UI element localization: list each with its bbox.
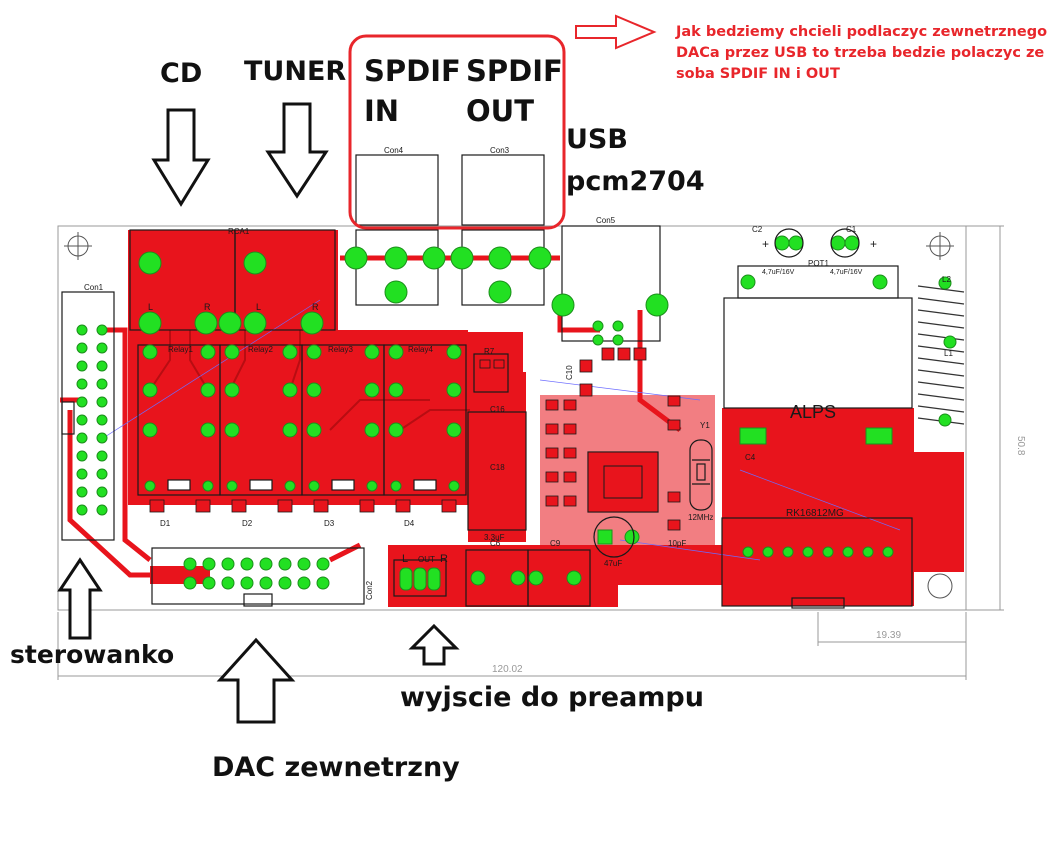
- label-d2: D2: [242, 519, 253, 528]
- arrow-down-cd-icon: [151, 108, 211, 207]
- label-rca1: RCA1: [228, 227, 250, 236]
- label-c1: C1: [846, 225, 857, 234]
- label-d4: D4: [404, 519, 415, 528]
- copper-traces-thin: [149, 330, 470, 431]
- arrow-down-tuner-icon: [265, 102, 329, 199]
- label-c4: C4: [745, 453, 756, 462]
- dim-height: 50.8: [1015, 436, 1026, 456]
- pads: [76, 235, 957, 591]
- label-c18: C18: [490, 463, 505, 472]
- label-con2: Con2: [365, 580, 374, 600]
- label-cap-pot-left: 4,7uF/16V: [762, 269, 795, 276]
- label-c9: C9: [550, 539, 561, 548]
- label-y1: Y1: [700, 421, 710, 430]
- note-line-2: DACa przez USB to trzeba bedzie polaczyc…: [676, 45, 1045, 61]
- label-pot1: POT1: [808, 259, 829, 268]
- label-d1: D1: [160, 519, 171, 528]
- label-d3: D3: [324, 519, 335, 528]
- annotation-arrows: [57, 102, 460, 724]
- inductor-l2: [917, 285, 965, 425]
- label-relay3: Relay3: [328, 345, 353, 354]
- crystal-y1: [692, 459, 710, 485]
- label-plus-c1: +: [870, 237, 877, 251]
- label-c16: C16: [490, 405, 505, 414]
- annotation-spdif-in-1: SPDIF: [364, 54, 461, 88]
- dimension-lines: [57, 225, 1004, 680]
- label-alps: ALPS: [790, 402, 836, 422]
- label-rk16812mg: RK16812MG: [786, 508, 844, 519]
- label-3-3uf: 3.3uF: [484, 533, 505, 542]
- ratsnest-lines: [99, 299, 901, 561]
- label-con1: Con1: [84, 283, 104, 292]
- annotation-dac-zewnetrzny: DAC zewnetrzny: [212, 752, 460, 783]
- label-rca-r: R: [204, 302, 211, 312]
- arrow-up-output-icon: [408, 623, 460, 666]
- label-con5: Con5: [596, 216, 616, 225]
- arrow-up-sterowanko-icon: [57, 557, 103, 640]
- annotation-cd: CD: [160, 58, 203, 89]
- label-out: OUT: [418, 555, 435, 564]
- smd-parts: [149, 347, 681, 531]
- annotation-tuner: TUNER: [244, 56, 347, 87]
- label-relay2: Relay2: [248, 345, 273, 354]
- label-r7: R7: [484, 347, 495, 356]
- dim-width: 120.02: [492, 664, 523, 675]
- label-plus-c2: +: [762, 237, 769, 251]
- dim-offset: 19.39: [876, 630, 901, 641]
- arrow-up-dac-icon: [216, 637, 296, 724]
- cap-47uf-outline: [593, 516, 635, 558]
- usb-ic: [587, 451, 659, 513]
- cap-c2-outline: [774, 228, 804, 258]
- label-rca-r2: R: [312, 302, 319, 312]
- label-con3: Con3: [490, 146, 510, 155]
- label-12mhz: 12MHz: [688, 513, 713, 522]
- spdif-highlight-box: [348, 34, 566, 230]
- pcb-labels: Con1 Con2 Con3 Con4 Con5 RCA1 Relay1 Rel…: [84, 146, 953, 600]
- note-text: Jak bedziemy chcieli podlaczyc zewnetrzn…: [676, 22, 1047, 85]
- label-c2: C2: [752, 225, 763, 234]
- label-c6: C6: [490, 539, 501, 548]
- mounting-holes: [64, 232, 954, 599]
- annotation-spdif-out-2: OUT: [466, 94, 534, 128]
- cap-c1-outline: [830, 228, 860, 258]
- label-out-r: R: [440, 553, 448, 565]
- note-arrow-icon: [575, 14, 657, 50]
- annotation-sterowanko: sterowanko: [10, 640, 175, 669]
- label-relay4: Relay4: [408, 345, 433, 354]
- label-l1: L1: [944, 349, 953, 358]
- label-relay1: Relay1: [168, 345, 193, 354]
- label-47uf: 47uF: [604, 559, 622, 568]
- label-con4: Con4: [384, 146, 404, 155]
- note-line-1: Jak bedziemy chcieli podlaczyc zewnetrzn…: [676, 24, 1048, 40]
- note-line-3: soba SPDIF IN i OUT: [676, 66, 840, 82]
- label-rca-l: L: [148, 302, 153, 312]
- dimension-labels: 120.02 19.39 50.8: [492, 436, 1026, 675]
- annotation-spdif-in-2: IN: [364, 94, 400, 128]
- label-l2: L2: [942, 275, 951, 284]
- annotation-usb-2: pcm2704: [566, 166, 705, 197]
- label-out-l: L: [402, 553, 408, 565]
- label-rca-l2: L: [256, 302, 261, 312]
- resistors: [167, 479, 437, 491]
- annotation-usb-1: USB: [566, 124, 628, 155]
- annotation-wyjscie: wyjscie do preampu: [400, 682, 704, 713]
- label-10pf: 10pF: [668, 539, 686, 548]
- annotation-spdif-out-1: SPDIF: [466, 54, 563, 88]
- label-c10: C10: [565, 365, 574, 380]
- label-cap-pot-right: 4,7uF/16V: [830, 269, 863, 276]
